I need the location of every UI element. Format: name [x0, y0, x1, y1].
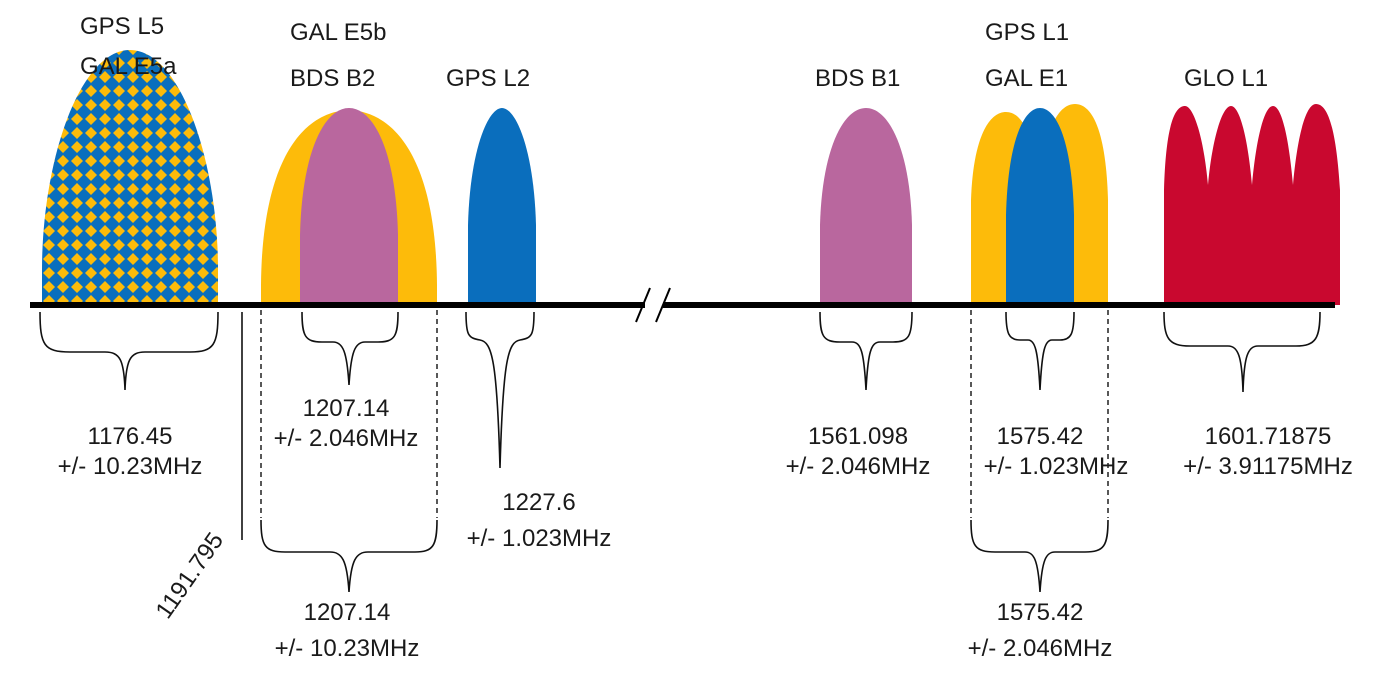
freq-glo-bw: +/- 3.91175MHz	[1183, 453, 1353, 480]
freq-l1-center: 1575.42	[997, 423, 1084, 450]
frequency-labels: 1176.45 +/- 10.23MHz 1207.14 +/- 2.046MH…	[58, 395, 1353, 662]
freq-l1-bw: +/- 1.023MHz	[984, 453, 1129, 480]
freq-e5b-bw: +/- 10.23MHz	[275, 635, 420, 662]
brace-e5b	[260, 519, 438, 593]
label-gal-e1: GAL E1	[985, 65, 1068, 92]
freq-b1-center: 1561.098	[808, 423, 908, 450]
braces	[39, 311, 1321, 593]
axis-break-mark	[655, 287, 671, 323]
brace-b1	[819, 311, 913, 391]
freq-l5-bw: +/- 10.23MHz	[58, 453, 203, 480]
lobe-glo-l1	[1164, 104, 1340, 305]
freq-e5-marker: 1191.795	[151, 528, 230, 624]
guide-lines	[241, 310, 1109, 540]
spectrum-lobes	[42, 50, 1340, 305]
brace-l2	[465, 311, 535, 469]
freq-l2-bw: +/- 1.023MHz	[467, 525, 612, 552]
freq-e1-center: 1575.42	[997, 599, 1084, 626]
label-bds-b1: BDS B1	[815, 65, 900, 92]
freq-b2-bw: +/- 2.046MHz	[274, 425, 419, 452]
lobe-gps-l1	[1006, 108, 1074, 305]
brace-l5	[39, 311, 219, 391]
signal-labels: GPS L5 GAL E5a GAL E5b BDS B2 GPS L2 BDS…	[80, 13, 1268, 92]
brace-l1	[1005, 311, 1075, 391]
label-gps-l1: GPS L1	[985, 19, 1069, 46]
freq-e1-bw: +/- 2.046MHz	[968, 635, 1113, 662]
label-gps-l2: GPS L2	[446, 65, 530, 92]
freq-l5-center: 1176.45	[88, 423, 173, 450]
freq-glo-center: 1601.71875	[1205, 423, 1332, 450]
brace-e1	[970, 519, 1109, 593]
freq-b2-center: 1207.14	[303, 395, 390, 422]
lobe-bds-b1	[820, 108, 912, 305]
freq-e5b-center: 1207.14	[304, 599, 391, 626]
freq-l2-center: 1227.6	[502, 489, 575, 516]
brace-glo	[1163, 311, 1321, 393]
lobe-gps-l5-gal-e5a	[42, 50, 218, 305]
lobe-bds-b2	[300, 108, 398, 305]
label-glo-l1: GLO L1	[1184, 65, 1268, 92]
axis-break-mark	[635, 287, 651, 323]
brace-b2	[301, 311, 399, 386]
lobe-gps-l2	[468, 108, 536, 305]
label-gps-l5: GPS L5	[80, 13, 164, 40]
frequency-axis	[30, 287, 1335, 323]
label-gal-e5b: GAL E5b	[290, 19, 387, 46]
freq-b1-bw: +/- 2.046MHz	[786, 453, 931, 480]
label-gal-e5a: GAL E5a	[80, 53, 177, 80]
label-bds-b2: BDS B2	[290, 65, 375, 92]
